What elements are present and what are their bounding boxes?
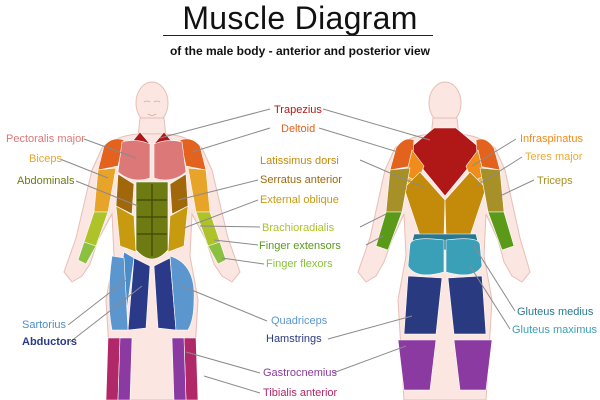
leader-lines bbox=[59, 108, 535, 394]
serratus-left-muscle bbox=[115, 173, 135, 215]
tibialis-left-muscle bbox=[105, 337, 121, 400]
label-finger-extensors: Finger extensors bbox=[259, 240, 341, 252]
external-oblique-right-muscle bbox=[167, 205, 189, 253]
diagram-title: Muscle Diagram bbox=[182, 0, 418, 36]
label-deltoid: Deltoid bbox=[281, 123, 316, 135]
label-biceps: Biceps bbox=[29, 153, 63, 165]
gastrocnemius-front-right-muscle bbox=[171, 337, 187, 400]
tibialis-right-muscle bbox=[183, 337, 199, 400]
label-external-oblique: External oblique bbox=[260, 194, 339, 206]
gluteus-right-muscle bbox=[445, 238, 483, 276]
label-gluteus-maximus: Gluteus maximus bbox=[512, 324, 597, 336]
gluteus-left-muscle bbox=[407, 238, 445, 276]
pectoralis-left-muscle bbox=[117, 140, 151, 181]
label-quadriceps: Quadriceps bbox=[271, 315, 328, 327]
abdominal-lines bbox=[137, 184, 167, 256]
title-underline bbox=[163, 35, 433, 36]
external-oblique-left-muscle bbox=[115, 205, 137, 253]
label-gluteus-medius: Gluteus medius bbox=[517, 306, 594, 318]
label-infraspinatus: Infraspinatus bbox=[520, 133, 583, 145]
deltoid-right-muscle bbox=[179, 138, 207, 171]
label-latissimus-dorsi: Latissimus dorsi bbox=[260, 155, 339, 167]
label-abductors: Abductors bbox=[22, 336, 77, 348]
label-tibialis-anterior: Tibialis anterior bbox=[263, 387, 338, 399]
gastrocnemius-back-right-muscle bbox=[453, 339, 493, 391]
serratus-right-muscle bbox=[169, 173, 189, 215]
label-pectoralis-major: Pectoralis major bbox=[6, 133, 85, 145]
label-hamstrings: Hamstrings bbox=[266, 333, 322, 345]
label-abdominals: Abdominals bbox=[17, 175, 75, 187]
finger-flexors-left-muscle bbox=[77, 241, 97, 265]
pectoralis-right-muscle bbox=[153, 140, 187, 181]
label-sartorius: Sartorius bbox=[22, 319, 67, 331]
hamstrings-left-muscle bbox=[403, 275, 443, 335]
label-finger-flexors: Finger flexors bbox=[266, 258, 333, 270]
gastrocnemius-back-left-muscle bbox=[397, 339, 437, 391]
latissimus-left-muscle bbox=[403, 171, 446, 237]
label-trapezius: Trapezius bbox=[274, 104, 322, 116]
diagram-subtitle: of the male body - anterior and posterio… bbox=[169, 44, 431, 58]
label-gastrocnemius: Gastrocnemius bbox=[263, 367, 337, 379]
label-teres-major: Teres major bbox=[525, 151, 583, 163]
posterior-figure bbox=[357, 81, 531, 400]
gastrocnemius-front-left-muscle bbox=[117, 337, 133, 400]
abductors-left-muscle bbox=[127, 257, 151, 331]
label-triceps: Triceps bbox=[537, 175, 573, 187]
finger-extensors-left-muscle bbox=[375, 211, 403, 251]
label-serratus-anterior: Serratus anterior bbox=[260, 174, 342, 186]
label-brachioradialis: Brachioradialis bbox=[262, 222, 335, 234]
quadriceps-left-muscle bbox=[108, 255, 129, 331]
finger-extensors-right-muscle bbox=[487, 211, 515, 251]
face-icon bbox=[143, 100, 161, 116]
quadriceps-right-muscle bbox=[169, 255, 195, 331]
finger-flexors-right-muscle bbox=[207, 241, 227, 265]
latissimus-right-muscle bbox=[444, 171, 487, 237]
anterior-figure bbox=[63, 81, 241, 400]
hamstrings-right-muscle bbox=[447, 275, 487, 335]
